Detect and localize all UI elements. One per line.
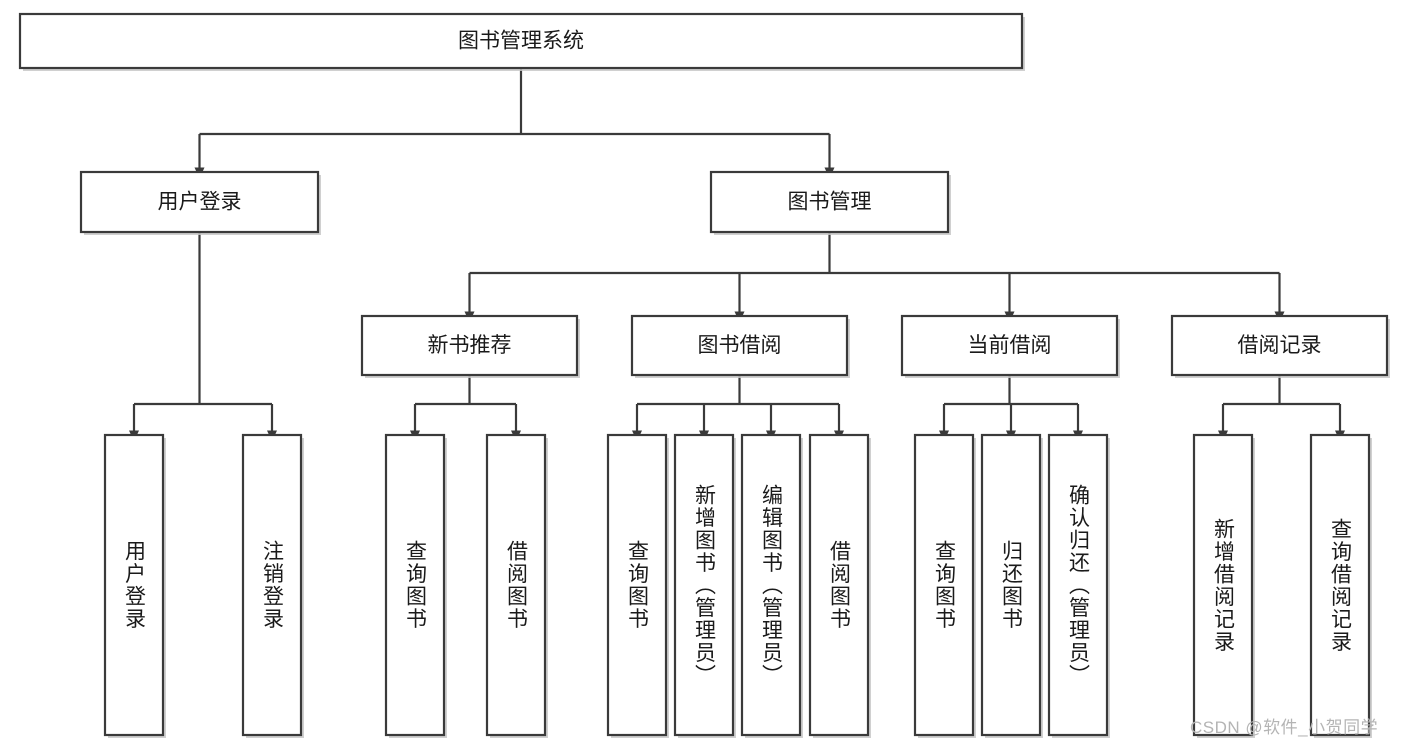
node-current-borrow-label: 当前借阅 bbox=[968, 334, 1052, 357]
node-leaf-return-book[interactable] bbox=[980, 433, 1042, 737]
node-leaf-borrow-book-1[interactable] bbox=[485, 433, 547, 737]
node-root-label: 图书管理系统 bbox=[458, 30, 584, 53]
node-book-manage[interactable] bbox=[709, 170, 950, 234]
csdn-watermark: CSDN @软件_小贺同学 bbox=[1190, 718, 1379, 737]
node-user-login-label: 用户登录 bbox=[158, 191, 242, 214]
node-leaf-logout[interactable] bbox=[241, 433, 303, 737]
node-leaf-add-record[interactable] bbox=[1192, 433, 1254, 737]
node-leaf-add-book[interactable] bbox=[673, 433, 735, 737]
node-leaf-user-login[interactable] bbox=[103, 433, 165, 737]
node-new-book-rec-label: 新书推荐 bbox=[428, 334, 512, 357]
node-book-manage-label: 图书管理 bbox=[788, 191, 872, 214]
node-borrow-record-label: 借阅记录 bbox=[1238, 334, 1322, 357]
node-leaf-query-record[interactable] bbox=[1309, 433, 1371, 737]
node-borrow-record[interactable] bbox=[1170, 314, 1389, 377]
node-user-login[interactable] bbox=[79, 170, 320, 234]
node-root[interactable] bbox=[18, 12, 1024, 70]
node-book-borrow-label: 图书借阅 bbox=[698, 334, 782, 357]
node-leaf-query-book-1[interactable] bbox=[384, 433, 446, 737]
node-leaf-query-book-3[interactable] bbox=[913, 433, 975, 737]
node-book-borrow[interactable] bbox=[630, 314, 849, 377]
node-current-borrow[interactable] bbox=[900, 314, 1119, 377]
node-leaf-confirm-return[interactable] bbox=[1047, 433, 1109, 737]
node-leaf-borrow-book-2[interactable] bbox=[808, 433, 870, 737]
node-leaf-edit-book[interactable] bbox=[740, 433, 802, 737]
edges-layer bbox=[129, 68, 1345, 442]
node-new-book-rec[interactable] bbox=[360, 314, 579, 377]
node-leaf-query-book-2[interactable] bbox=[606, 433, 668, 737]
